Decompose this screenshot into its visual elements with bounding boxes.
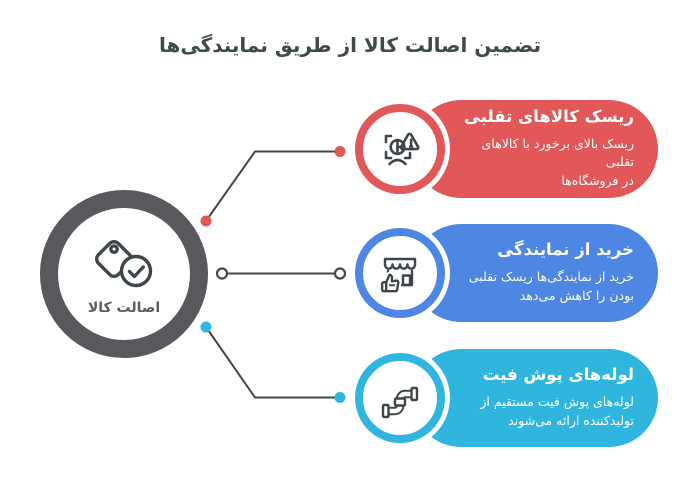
card-content: لوله‌های پوش فیت لوله‌های پوش فیت مستقیم… bbox=[412, 349, 658, 447]
tag-check-icon bbox=[94, 239, 153, 288]
card-buy-from-agency: خرید از نمایندگی خرید از نمایندگی‌ها ریس… bbox=[355, 224, 658, 322]
card-counterfeit-risk: ریسک کالاهای تقلبی ریسک بالای برخورد با … bbox=[355, 100, 658, 198]
connector-dot-red bbox=[200, 215, 212, 227]
card-title: ریسک کالاهای تقلبی bbox=[464, 107, 634, 127]
connector-dot-red bbox=[334, 146, 346, 157]
store-thumbs-up-icon bbox=[355, 228, 445, 318]
connector-dot-open bbox=[333, 267, 347, 280]
card-description: لوله‌های پوش فیت مستقیم از تولیدکننده ار… bbox=[480, 394, 634, 428]
connector-dot-cyan bbox=[334, 392, 346, 403]
card-title: خرید از نمایندگی bbox=[497, 240, 634, 260]
connector-dot-cyan bbox=[200, 321, 212, 333]
authenticity-hub-ring: اصالت کالا bbox=[40, 190, 208, 358]
page-title: تضمین اصالت کالا از طریق نمایندگی‌ها bbox=[158, 33, 542, 57]
card-push-fit-pipes: لوله‌های پوش فیت لوله‌های پوش فیت مستقیم… bbox=[355, 349, 658, 447]
card-title: لوله‌های پوش فیت bbox=[482, 365, 634, 385]
card-content: خرید از نمایندگی خرید از نمایندگی‌ها ریس… bbox=[412, 224, 658, 322]
counterfeit-warning-icon bbox=[355, 104, 445, 194]
card-description: خرید از نمایندگی‌ها ریسک تقلبی بودن را ک… bbox=[468, 269, 634, 303]
pipe-icon bbox=[355, 353, 445, 443]
card-description: ریسک بالای برخورد با کالاهای تقلبی در فر… bbox=[481, 135, 634, 189]
card-content: ریسک کالاهای تقلبی ریسک بالای برخورد با … bbox=[412, 100, 658, 198]
connector-dot-open bbox=[215, 267, 229, 280]
hub-label: اصالت کالا bbox=[87, 300, 161, 316]
